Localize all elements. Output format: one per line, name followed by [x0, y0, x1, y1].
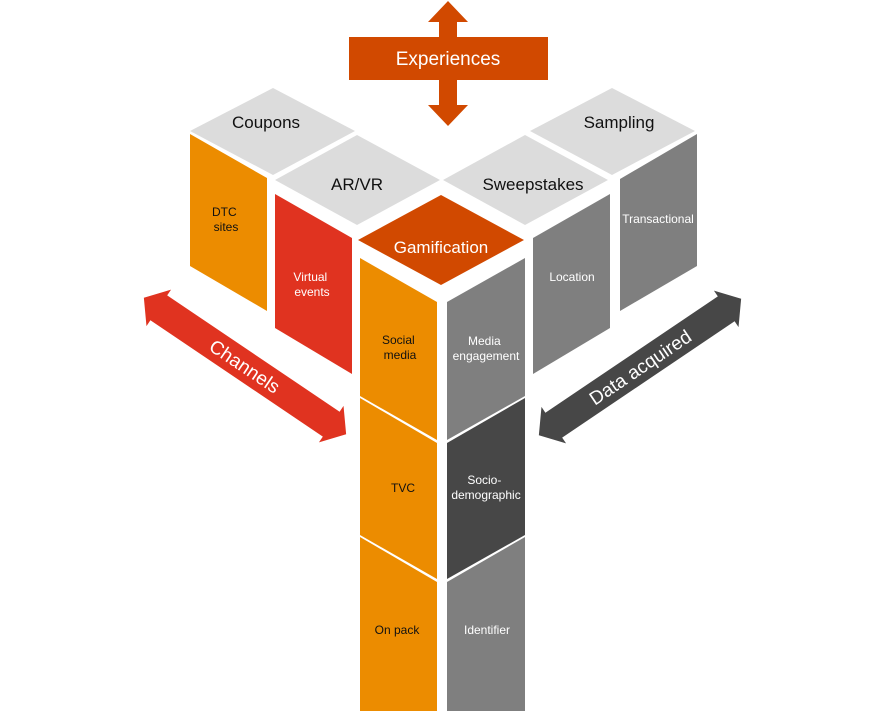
experiences-axis: Experiences — [349, 1, 548, 126]
channel-tile-on-pack[interactable]: On pack — [360, 537, 437, 711]
data-acquired-arrow-notch — [706, 290, 715, 300]
data-label-line: Location — [549, 270, 594, 284]
channel-label-line: DTC — [212, 205, 237, 219]
channel-tile-virtual-events[interactable]: Virtual events — [275, 194, 352, 374]
data-tile-transactional[interactable]: Transactional — [620, 134, 697, 311]
data-tile-socio-demographic[interactable]: Socio- demographic — [447, 398, 525, 579]
experience-top-faces: Coupons AR/VR Sweepstakes Sampling Gamif… — [190, 88, 695, 285]
channel-tile-social-media[interactable]: Social media — [360, 258, 437, 440]
experience-tile-sampling[interactable]: Sampling — [530, 88, 695, 175]
experience-tile-ar-vr[interactable]: AR/VR — [275, 135, 440, 225]
channel-label-line: events — [294, 285, 329, 299]
data-label-identifier: Identifier — [464, 623, 510, 637]
channel-label-tvc: TVC — [391, 481, 415, 495]
data-tile-media-engagement[interactable]: Media engagement — [447, 258, 525, 440]
channel-label-line: Virtual — [293, 270, 327, 284]
channels-arrow-notch — [311, 433, 320, 443]
channel-tile-tvc[interactable]: TVC — [360, 398, 437, 579]
data-acquired-arrow-notch — [542, 401, 551, 411]
data-label-transactional: Transactional — [622, 212, 694, 226]
channels-arrow-notch — [147, 322, 156, 332]
channel-label-line: sites — [214, 220, 239, 234]
channels-double-arrow-icon — [143, 289, 347, 443]
experiences-label-box — [349, 37, 548, 80]
experience-label-sampling: Sampling — [584, 113, 655, 132]
channel-label-line: media — [384, 348, 417, 362]
data-acquired-double-arrow-icon — [538, 290, 742, 444]
data-acquired-label: Data acquired — [586, 326, 696, 410]
channel-tile-dtc-sites[interactable]: DTC sites — [190, 134, 267, 311]
data-acquired-arrow-notch — [729, 323, 738, 333]
channel-label-on-pack: On pack — [375, 623, 421, 637]
data-label-line: Transactional — [622, 212, 694, 226]
data-tile-identifier[interactable]: Identifier — [447, 537, 525, 711]
experience-label-coupons: Coupons — [232, 113, 300, 132]
data-label-location: Location — [549, 270, 594, 284]
channel-faces: DTC sites Virtual events Social media TV… — [190, 134, 437, 711]
data-label-line: Media — [468, 334, 501, 348]
experience-tile-gamification[interactable]: Gamification — [358, 195, 524, 285]
channels-arrow-notch — [170, 289, 179, 299]
data-acquired-arrow-notch — [565, 434, 574, 444]
experiences-label: Experiences — [396, 49, 501, 70]
channel-label-line: TVC — [391, 481, 415, 495]
data-faces: Transactional Location Media engagement … — [447, 134, 697, 711]
data-label-line: Socio- — [467, 473, 501, 487]
data-label-media-engagement: Media engagement — [453, 334, 520, 363]
channel-label-line: Social — [382, 333, 415, 347]
data-label-line: engagement — [453, 349, 520, 363]
experience-tile-sweepstakes[interactable]: Sweepstakes — [443, 135, 608, 225]
data-tile-location[interactable]: Location — [533, 194, 610, 374]
channel-label-social-media: Social media — [382, 333, 418, 362]
experience-label-sweepstakes: Sweepstakes — [482, 175, 583, 194]
channels-arrow-notch — [334, 400, 343, 410]
channel-label-virtual-events: Virtual events — [293, 270, 330, 299]
data-label-socio-demographic: Socio- demographic — [451, 473, 520, 502]
data-label-line: demographic — [451, 488, 520, 502]
experience-label-ar-vr: AR/VR — [331, 175, 383, 194]
data-label-line: Identifier — [464, 623, 510, 637]
experience-label-gamification: Gamification — [394, 238, 488, 257]
experience-tile-coupons[interactable]: Coupons — [190, 88, 355, 175]
channel-label-dtc-sites: DTC sites — [212, 205, 240, 234]
channel-label-line: On pack — [375, 623, 421, 637]
